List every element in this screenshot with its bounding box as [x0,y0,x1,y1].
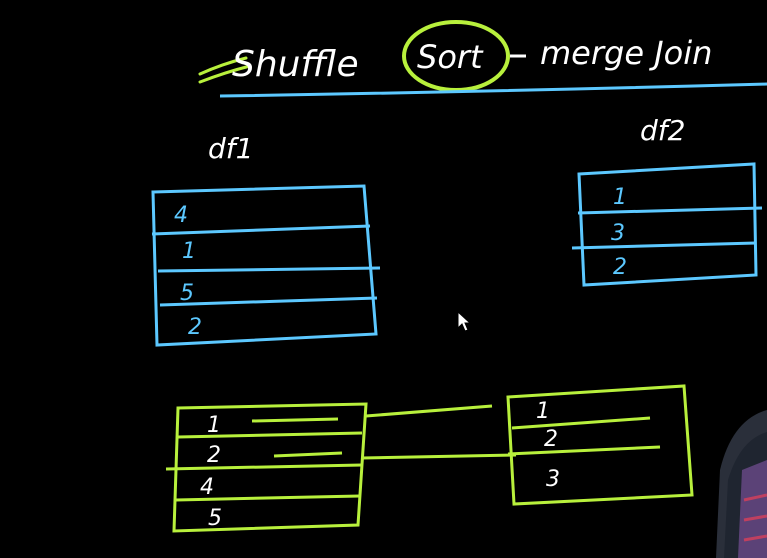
df2-row-value: 3 [611,221,625,246]
df1-group: df1 4 1 5 2 [151,132,381,347]
title-shuffle: Shuffle [232,44,359,85]
title-sort: Sort [417,38,484,76]
df2-label: df2 [640,114,685,147]
df1-table-outline [151,184,378,347]
sorted-right-row-divider [507,445,661,456]
row-2-underline [273,451,343,458]
df1-label: df1 [208,132,253,165]
sorted-right-row-value: 1 [536,399,550,424]
sorted-right-table-outline [506,384,694,506]
df1-row-value: 5 [180,281,194,306]
df1-row-value: 2 [188,315,202,340]
sorted-left-table-outline [172,402,368,533]
df2-row-divider [571,241,757,250]
title-underline [219,82,767,98]
df2-row-value: 2 [613,255,627,280]
df2-row-value: 1 [613,185,627,210]
df1-row-divider [159,296,378,307]
row-1-underline [251,417,339,423]
mouse-pointer-icon [457,310,472,332]
sorted-left-row-value: 1 [207,413,221,438]
df1-row-divider [157,266,381,273]
df1-row-divider [151,224,371,236]
sorted-left-group: 1 2 4 5 [165,402,368,533]
sorted-left-row-divider [175,494,361,502]
df1-row-value: 1 [182,239,196,264]
df2-table-outline [577,162,758,287]
title-merge-join: merge Join [540,34,712,72]
sorted-left-row-divider [165,463,363,471]
title-strike-mark [198,56,252,84]
sorted-right-row-value: 2 [544,427,558,452]
title-group: Shuffle Sort merge Join [198,20,767,98]
join-connector-1 [365,404,493,418]
join-connector-2 [361,453,517,460]
sorted-right-group: 1 2 3 [506,384,694,506]
sorted-right-row-divider [511,416,651,430]
presenter-silhouette [716,410,767,558]
df2-row-divider [577,206,763,215]
sorted-left-row-divider [177,431,363,439]
sorted-left-row-value: 2 [207,443,221,468]
sorted-left-row-value: 4 [200,475,214,500]
sorted-right-row-value: 3 [546,467,560,492]
title-sort-circle [402,20,510,92]
df2-group: df2 1 3 2 [571,114,763,287]
sorted-left-row-value: 5 [208,506,222,531]
df1-row-value: 4 [174,203,188,228]
